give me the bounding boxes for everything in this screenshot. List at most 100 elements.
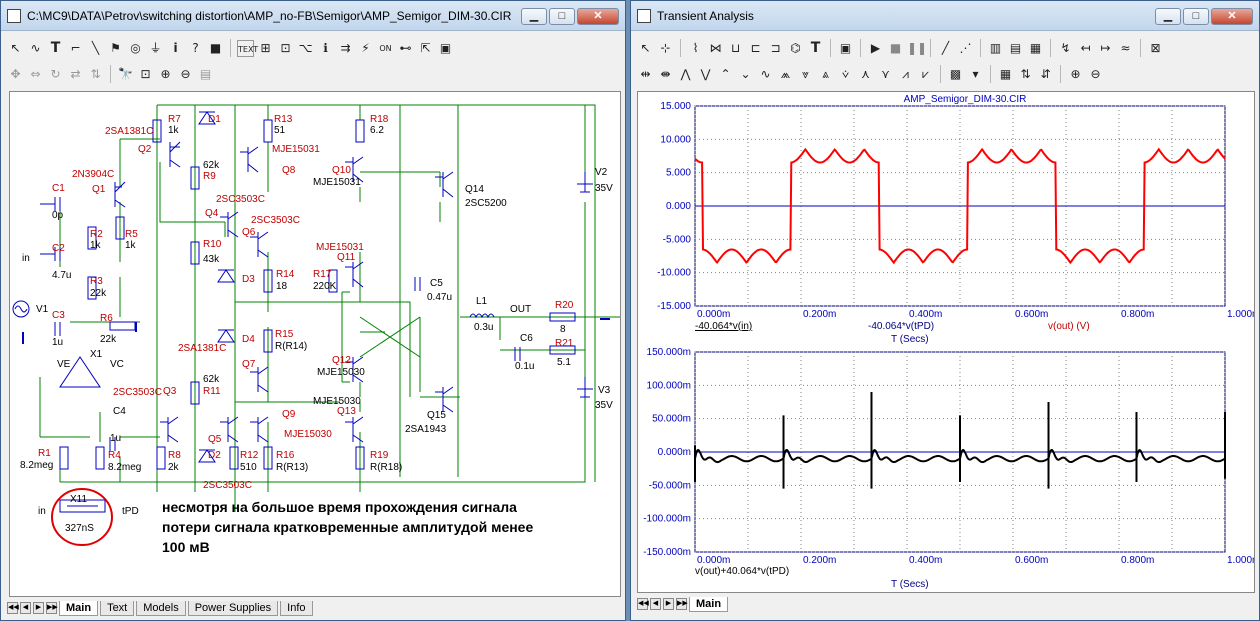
zoom-in-icon[interactable]: ⊕ bbox=[1070, 66, 1081, 81]
top-icon[interactable]: ⩓ bbox=[822, 66, 829, 81]
go-to-x-icon[interactable]: ⋎ bbox=[881, 66, 890, 81]
branch-icon[interactable]: ⩗ bbox=[922, 66, 929, 81]
line-icon[interactable]: ╱ bbox=[941, 40, 950, 55]
zoom-fit-icon[interactable]: ⊡ bbox=[140, 66, 151, 81]
horiz-tag-icon[interactable]: ⊏ bbox=[750, 40, 761, 55]
first-page-button[interactable]: ◀◀ bbox=[7, 602, 19, 614]
global-low-icon[interactable]: ⩔ bbox=[802, 66, 809, 81]
shape-icon[interactable]: ◎ bbox=[130, 40, 141, 55]
minor-grid-icon[interactable]: ▤ bbox=[1009, 40, 1022, 55]
properties-icon[interactable]: ▣ bbox=[839, 40, 852, 55]
numeric-output-icon[interactable]: ▦ bbox=[999, 66, 1012, 81]
valley-icon[interactable]: ⋁ bbox=[700, 66, 711, 81]
cursor-mode-icon[interactable]: ↯ bbox=[1060, 40, 1071, 55]
find-icon[interactable]: 🔭 bbox=[118, 66, 133, 81]
grid-fine-icon[interactable]: ▦ bbox=[1029, 40, 1042, 55]
low-icon[interactable]: ⌄ bbox=[740, 66, 751, 81]
prev-page-button[interactable]: ◀ bbox=[20, 602, 31, 614]
slope-icon[interactable]: ⋏ bbox=[861, 66, 870, 81]
point-tag-icon[interactable]: ⊔ bbox=[730, 40, 741, 55]
high-icon[interactable]: ⌃ bbox=[720, 66, 731, 81]
text-icon[interactable]: T bbox=[810, 39, 821, 56]
stop-icon[interactable]: ■ bbox=[889, 40, 902, 55]
cursor-select-icon[interactable]: ⇱ bbox=[420, 40, 431, 55]
wave-icon[interactable]: ≈ bbox=[1120, 40, 1131, 55]
wire-icon[interactable]: ∿ bbox=[30, 40, 41, 55]
select-arrow-icon[interactable]: ↖ bbox=[640, 40, 651, 55]
auto-scale-icon[interactable]: ⇅ bbox=[1020, 66, 1031, 81]
tab-main[interactable]: Main bbox=[59, 600, 99, 616]
move-icon[interactable]: ✥ bbox=[10, 66, 21, 81]
info-icon[interactable]: i bbox=[173, 40, 178, 55]
last-page-button[interactable]: ▶▶ bbox=[46, 602, 58, 614]
zoom-out-icon[interactable]: ⊖ bbox=[180, 66, 191, 81]
diagonal-wire-icon[interactable]: ╲ bbox=[91, 40, 100, 55]
prev-page-button[interactable]: ◀ bbox=[650, 598, 661, 610]
zoom-out-icon[interactable]: ⊖ bbox=[1090, 66, 1101, 81]
grid-icon[interactable]: ⊞ bbox=[260, 40, 271, 55]
current-icon[interactable]: ⇉ bbox=[340, 40, 351, 55]
properties-icon[interactable]: ▣ bbox=[439, 40, 452, 55]
tag-settings-icon[interactable]: ▩ bbox=[949, 66, 962, 81]
tab-text[interactable]: Text bbox=[100, 600, 135, 616]
dropdown-icon[interactable]: ▾ bbox=[972, 66, 979, 81]
peak-icon[interactable]: ⋀ bbox=[680, 66, 691, 81]
zoom-in-icon[interactable]: ⊕ bbox=[160, 66, 171, 81]
rotate-icon[interactable]: ↻ bbox=[50, 66, 61, 81]
close-button[interactable]: ✕ bbox=[1211, 8, 1253, 25]
tag-icon[interactable]: ⋈ bbox=[709, 40, 722, 55]
run-icon[interactable]: ▶ bbox=[870, 40, 881, 55]
mirror-icon[interactable]: ⇄ bbox=[70, 66, 81, 81]
scale-icon[interactable]: ⊹ bbox=[660, 40, 671, 55]
points-icon[interactable]: ⋰ bbox=[959, 40, 972, 55]
tab-models[interactable]: Models bbox=[136, 600, 186, 616]
text-icon[interactable]: T bbox=[50, 39, 61, 56]
next-point-icon[interactable]: ⇹ bbox=[640, 66, 651, 81]
pause-icon[interactable]: ❚❚ bbox=[907, 40, 928, 55]
close-button[interactable]: ✕ bbox=[577, 8, 619, 25]
camera-icon[interactable]: ▤ bbox=[199, 66, 212, 81]
component-icon[interactable]: ⏚ bbox=[149, 40, 162, 55]
color-icon[interactable]: ■ bbox=[209, 40, 222, 55]
vert-tag-icon[interactable]: ⊐ bbox=[770, 40, 781, 55]
first-page-button[interactable]: ◀◀ bbox=[637, 598, 649, 610]
perf-tag-icon[interactable]: ⌬ bbox=[790, 40, 801, 55]
text-toggle-icon[interactable]: TEXT bbox=[237, 39, 258, 57]
cursor-left-icon[interactable]: ↤ bbox=[1080, 40, 1091, 55]
next-page-button[interactable]: ▶ bbox=[33, 602, 44, 614]
mirror-v-icon[interactable]: ⇅ bbox=[90, 66, 101, 81]
bottom-icon[interactable]: ⩒ bbox=[841, 66, 850, 81]
flip-icon[interactable]: ⇔ bbox=[30, 66, 41, 81]
inflection-icon[interactable]: ∿ bbox=[760, 66, 771, 81]
analysis-titlebar[interactable]: Transient Analysis ▁ □ ✕ bbox=[631, 1, 1259, 31]
help-icon[interactable]: ? bbox=[192, 40, 199, 55]
flag-icon[interactable]: ⚑ bbox=[110, 40, 121, 55]
maximize-button[interactable]: □ bbox=[549, 8, 575, 25]
restore-limits-icon[interactable]: ⇵ bbox=[1040, 66, 1051, 81]
ortho-wire-icon[interactable]: ⌐ bbox=[70, 40, 81, 55]
attribute-icon[interactable]: ℹ bbox=[323, 40, 328, 55]
global-high-icon[interactable]: ⩕ bbox=[780, 66, 791, 81]
go-to-y-icon[interactable]: ⩘ bbox=[902, 66, 909, 81]
cursor-right-icon[interactable]: ↦ bbox=[1100, 40, 1111, 55]
select-arrow-icon[interactable]: ↖ bbox=[10, 40, 21, 55]
tab-info[interactable]: Info bbox=[280, 600, 313, 616]
minimize-button[interactable]: ▁ bbox=[1155, 8, 1181, 25]
last-page-button[interactable]: ▶▶ bbox=[676, 598, 688, 610]
pin-icon[interactable]: ⊡ bbox=[280, 40, 291, 55]
minimize-button[interactable]: ▁ bbox=[521, 8, 547, 25]
power-icon[interactable]: ⚡ bbox=[361, 40, 370, 55]
schematic-titlebar[interactable]: C:\MC9\DATA\Petrov\switching distortion\… bbox=[1, 1, 625, 31]
pin-connect-icon[interactable]: ⊷ bbox=[399, 40, 412, 55]
next-page-button[interactable]: ▶ bbox=[663, 598, 674, 610]
grid-icon[interactable]: ▥ bbox=[989, 40, 1002, 55]
next-interpolated-icon[interactable]: ⇼ bbox=[660, 66, 671, 81]
tab-main[interactable]: Main bbox=[689, 596, 729, 612]
tab-power-supplies[interactable]: Power Supplies bbox=[187, 600, 279, 616]
schematic-canvas[interactable]: R7 1k 2SA1381C Q2 D1 R13 51 R18 6.2 2N39… bbox=[9, 91, 621, 597]
scope-icon[interactable]: ⊠ bbox=[1150, 40, 1161, 55]
node-icon[interactable]: ⌥ bbox=[298, 40, 313, 55]
trace-icon[interactable]: ⌇ bbox=[692, 40, 699, 55]
maximize-button[interactable]: □ bbox=[1183, 8, 1209, 25]
